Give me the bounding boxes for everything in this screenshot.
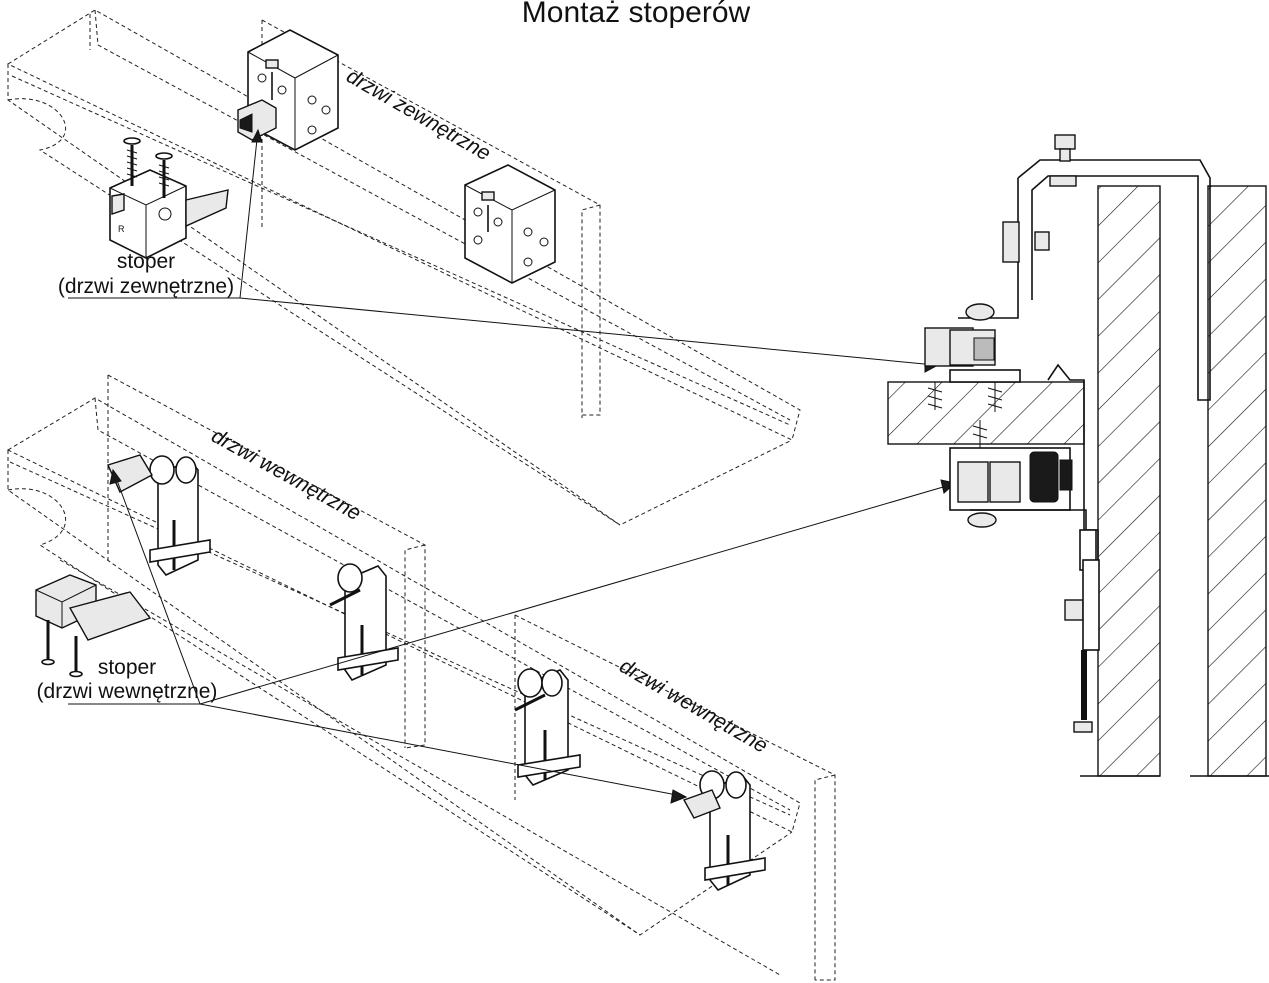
outer-stopper-label-2: (drzwi zewnętrzne) — [58, 275, 234, 298]
inner-roller-hanger-4 — [682, 770, 766, 891]
screw-icon — [69, 636, 83, 678]
screw-icon — [123, 137, 141, 186]
inner-roller-hanger-3 — [514, 668, 581, 786]
page-title: Montaż stoperów — [522, 0, 751, 29]
svg-text:R: R — [118, 224, 125, 234]
inner-stopper-label-2: (drzwi wewnętrzne) — [37, 680, 218, 703]
inner-roller-hanger-2 — [329, 563, 399, 681]
cross-section — [887, 134, 1269, 777]
screw-icon — [41, 620, 55, 666]
door-label-outer: drzwi zewnętrzne — [343, 64, 495, 165]
screw-icon — [155, 152, 173, 198]
inner-door-panel-2 — [59, 559, 836, 981]
outer-stopper-mounted — [237, 99, 277, 141]
outer-stopper-label-1: stoper — [117, 250, 175, 273]
outer-track-rail — [6, 9, 801, 526]
inner-stopper-part — [35, 574, 152, 641]
outer-stopper-part: R — [109, 169, 229, 259]
outer-hanger-bracket-2 — [464, 164, 556, 284]
inner-roller-hanger-1 — [107, 454, 211, 576]
inner-door-panel-1 — [107, 374, 426, 749]
door-label-inner-1: drzwi wewnętrzne — [208, 424, 365, 525]
inner-stopper-label-1: stoper — [98, 656, 156, 679]
leader-lines-inner — [68, 468, 957, 804]
